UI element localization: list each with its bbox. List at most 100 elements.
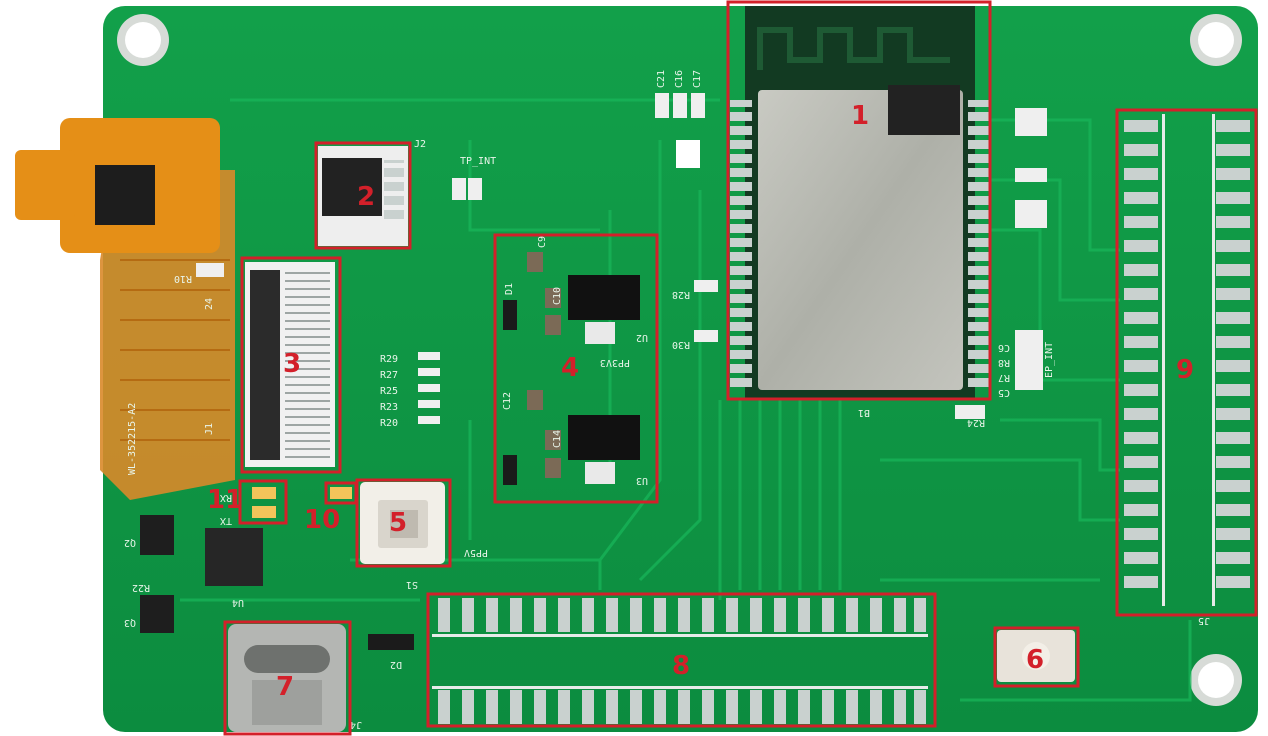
s1-label: S1 <box>406 579 418 590</box>
c9-label: C9 <box>537 236 548 248</box>
regulators: U2 U3 PP3V3 <box>503 252 648 486</box>
b1-label: B1 <box>858 407 870 418</box>
callout-number-2: 2 <box>357 182 375 212</box>
callout-number-7: 7 <box>276 672 294 702</box>
c6-label: C6 <box>998 342 1010 353</box>
cap-c9 <box>527 252 543 272</box>
regulator-u3 <box>568 415 640 460</box>
callout-box-8 <box>426 592 937 728</box>
qr-sticker <box>888 85 960 135</box>
mounting-hole-top-left-inner <box>125 22 161 58</box>
flex-part-number: WL-352215-A2 <box>127 403 138 475</box>
callout-box-2 <box>314 141 412 250</box>
callout-number-9: 9 <box>1176 355 1194 385</box>
pp5v-label: PP5V <box>464 547 488 558</box>
transistor-q2 <box>140 515 174 555</box>
j4-label: J4 <box>350 719 362 730</box>
u2-label: U2 <box>636 332 648 343</box>
d2-label: D2 <box>390 659 402 670</box>
pcb-traces <box>180 98 1192 702</box>
r25-label: R25 <box>380 386 398 397</box>
esp32-module <box>730 6 990 400</box>
r10-label: R10 <box>174 273 192 284</box>
callout-box-3 <box>240 256 342 474</box>
leds <box>252 487 352 518</box>
r29-label: R29 <box>380 354 398 365</box>
r27-label: R27 <box>380 370 398 381</box>
r7-label: R7 <box>998 372 1010 383</box>
callout-number-4: 4 <box>561 353 579 383</box>
callout-boxes <box>223 0 1258 736</box>
flex-cable: WL-352215-A2 24 <box>15 118 235 500</box>
diode-d2 <box>368 634 414 650</box>
callout-box-4 <box>493 233 659 504</box>
cap-c15 <box>545 458 561 478</box>
callout-box-6 <box>993 626 1080 688</box>
callout-numbers: 1 2 3 4 5 6 7 8 9 10 11 <box>207 101 1194 702</box>
transistor-q3 <box>140 595 174 633</box>
c17-label: C17 <box>692 70 703 88</box>
callout-number-5: 5 <box>389 508 407 538</box>
c16-label: C16 <box>674 70 685 88</box>
silkscreen-labels: R28 R30 R24 R10 R22 B1 EP_INT C5 C6 R7 R… <box>124 70 1210 730</box>
pins-left <box>730 100 752 390</box>
right-header-pads <box>1124 114 1250 606</box>
j1-label: J1 <box>204 423 215 435</box>
cap-c11 <box>545 315 561 335</box>
callout-box-11 <box>238 479 288 525</box>
callout-number-11: 11 <box>207 485 243 515</box>
callout-box-10 <box>324 481 358 505</box>
callout-number-8: 8 <box>672 651 690 681</box>
c12-label: C12 <box>502 392 513 410</box>
boot-button <box>997 630 1075 682</box>
callout-box-9 <box>1115 108 1258 617</box>
j5-label: J5 <box>1198 615 1210 626</box>
rx-label: RX <box>220 492 232 503</box>
mounting-holes <box>117 14 1242 706</box>
j2-label: J2 <box>414 139 426 150</box>
usb-uart-chip <box>205 528 263 586</box>
q2-label: Q2 <box>124 537 136 548</box>
callout-number-1: 1 <box>851 101 869 131</box>
touch-flex-tail <box>15 150 75 220</box>
fpc-pins <box>285 272 330 458</box>
d1-label: D1 <box>504 283 515 295</box>
diode-d3 <box>503 455 517 485</box>
tp-int-label: TP_INT <box>460 156 496 167</box>
callout-number-6: 6 <box>1026 645 1044 675</box>
c10-label: C10 <box>552 287 563 305</box>
regulator-u2-tab <box>585 322 615 344</box>
c14-label: C14 <box>552 430 563 448</box>
esp32-shield <box>758 90 963 390</box>
callout-box-5 <box>355 478 452 568</box>
cap-c12 <box>527 390 543 410</box>
r20-label: R20 <box>380 418 398 429</box>
u3-label: U3 <box>636 475 648 486</box>
cap-c10 <box>545 288 561 308</box>
u4-label: U4 <box>232 597 244 608</box>
flex-traces <box>120 259 230 441</box>
antenna-trace <box>757 27 950 70</box>
ep-int-label: EP_INT <box>1044 342 1055 378</box>
r30-label: R30 <box>672 339 690 350</box>
mounting-hole-bottom-right-inner <box>1198 662 1234 698</box>
diode-d1 <box>503 300 517 330</box>
callout-number-10: 10 <box>304 505 340 535</box>
c5-label: C5 <box>998 387 1010 398</box>
r23-label: R23 <box>380 402 398 413</box>
usb-c-connector <box>228 624 346 732</box>
tx-label: TX <box>220 515 232 526</box>
callout-box-7 <box>223 620 352 736</box>
touch-controller-chip <box>95 165 155 225</box>
callout-box-1 <box>726 0 992 401</box>
r28-label: R28 <box>672 289 690 300</box>
r24-label: R24 <box>967 417 985 428</box>
callout-number-3: 3 <box>283 349 301 379</box>
pp3v3-label: PP3V3 <box>600 357 630 368</box>
pins-right <box>968 100 990 390</box>
r8-label: R8 <box>998 357 1010 368</box>
mounting-hole-top-right-inner <box>1198 22 1234 58</box>
resistor-bank: R29 R27 R25 R23 R20 <box>380 352 440 429</box>
push-button-s1 <box>360 482 445 564</box>
